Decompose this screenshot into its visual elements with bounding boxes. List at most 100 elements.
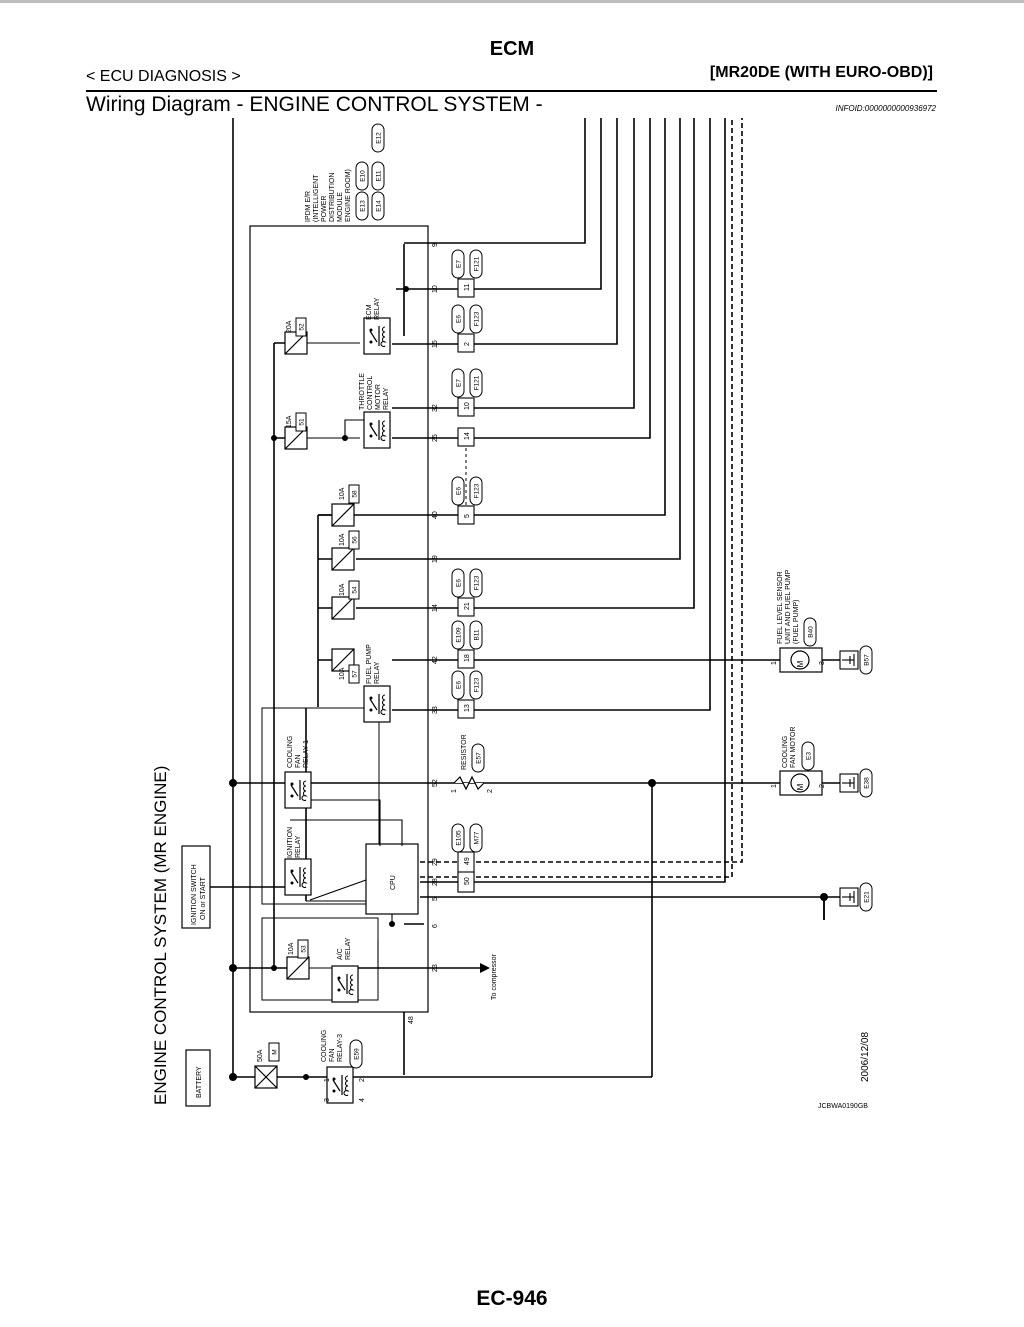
header-model: [MR20DE (WITH EURO-OBD)] bbox=[709, 64, 933, 81]
connector-F123-1: F123 bbox=[474, 311, 481, 326]
fuse-53-number: 53 bbox=[301, 945, 308, 953]
fuse-54-number-frame bbox=[348, 580, 360, 600]
ipdm-box bbox=[249, 225, 429, 1013]
resistor-label: RESISTOR bbox=[461, 734, 468, 770]
resistor-pin-1: 1 bbox=[451, 789, 458, 793]
ground-e38-symbol bbox=[839, 773, 859, 793]
fuse-56-number: 56 bbox=[352, 536, 359, 544]
connector-E6-7-frame bbox=[451, 670, 465, 700]
relay-3-pin-4: 4 bbox=[359, 1098, 366, 1102]
system-title: ENGINE CONTROL SYSTEM (MR ENGINE) bbox=[151, 766, 170, 1105]
relay-1-label: CONTROL bbox=[367, 376, 374, 410]
connector-F121-0-frame bbox=[469, 249, 483, 279]
fuel-pump-relay-symbol bbox=[363, 685, 391, 723]
fan-motor-connector: E3 bbox=[806, 752, 813, 760]
connector-pin-50: 50 bbox=[464, 877, 471, 885]
ipdm-connector-e10-frame bbox=[355, 161, 369, 191]
fuse-51-amp: 15A bbox=[286, 415, 293, 428]
relay-6-label: FAN bbox=[329, 1048, 336, 1062]
fuse-52-amp: 20A bbox=[286, 320, 293, 333]
ipdm-label: IPDM E/R bbox=[305, 191, 312, 222]
connector-pin-14: 14 bbox=[464, 432, 471, 440]
fuel-sensor-connector: B40 bbox=[808, 626, 815, 638]
ipdm-terminal-42: 42 bbox=[432, 656, 439, 664]
connector-F123-4: F123 bbox=[474, 483, 481, 498]
relay-1-label: THROTTLE bbox=[359, 373, 366, 410]
connector-F123-7-frame bbox=[469, 670, 483, 700]
terminal-48: 48 bbox=[408, 1016, 415, 1024]
connector-B11-6-frame bbox=[469, 620, 483, 650]
ipdm-terminal-5: 5 bbox=[432, 897, 439, 901]
relay-3-pin-2: 2 bbox=[359, 1078, 366, 1082]
connector-E7-2: E7 bbox=[456, 379, 463, 387]
ecm-relay-symbol bbox=[363, 317, 391, 355]
fan-motor-pin-1: 1 bbox=[771, 784, 778, 788]
connector-pin-5: 5 bbox=[464, 514, 471, 518]
ipdm-connector-e12: E12 bbox=[376, 132, 383, 144]
connector-F121-0: F121 bbox=[474, 256, 481, 271]
fuse-56-amp: 10A bbox=[339, 533, 346, 546]
connector-E6-4-frame bbox=[451, 476, 465, 506]
connector-F123-4-frame bbox=[469, 476, 483, 506]
fan-motor-label: FAN MOTOR bbox=[790, 727, 797, 768]
fuse-56-number-frame bbox=[348, 530, 360, 550]
connector-F121-2: F121 bbox=[474, 375, 481, 390]
main-fuse-id-frame bbox=[268, 1042, 280, 1062]
connector-E6-5: E6 bbox=[456, 579, 463, 587]
connector-pin-18: 18 bbox=[464, 654, 471, 662]
ipdm-terminal-32: 32 bbox=[432, 404, 439, 412]
header-section: < ECU DIAGNOSIS > bbox=[86, 68, 241, 85]
connector-pin-49: 49 bbox=[464, 857, 471, 865]
relay-1-label: RELAY bbox=[383, 387, 390, 410]
connector-E6-1: E6 bbox=[456, 315, 463, 323]
ipdm-label: POWER bbox=[321, 196, 328, 222]
fan-motor-symbol bbox=[790, 773, 810, 793]
resistor-symbol bbox=[453, 775, 485, 791]
ipdm-label: ENGINE ROOM) bbox=[345, 169, 352, 222]
info-id: INFOID:0000000000936972 bbox=[835, 104, 936, 113]
throttle-relay-symbol bbox=[363, 411, 391, 449]
ipdm-terminal-52: 52 bbox=[432, 779, 439, 787]
fuel-sensor-pin-3: 3 bbox=[819, 661, 826, 665]
ground-b57-symbol bbox=[839, 650, 859, 670]
relay-3-label: RELAY-1 bbox=[303, 740, 310, 768]
connector-E7-0: E7 bbox=[456, 260, 463, 268]
cpu-box bbox=[365, 843, 419, 915]
fuel-pump-motor-symbol bbox=[790, 650, 810, 670]
header-rule bbox=[86, 90, 937, 92]
diagram-date: 2006/12/08 bbox=[860, 1032, 871, 1082]
ipdm-terminal-33: 33 bbox=[432, 706, 439, 714]
fuse-52-number-frame bbox=[295, 317, 307, 337]
ipdm-connector-e13: E13 bbox=[360, 200, 367, 212]
relay-3-label: FAN bbox=[295, 754, 302, 768]
fan-motor-motor-label: M bbox=[796, 783, 805, 790]
ipdm-terminal-10: 10 bbox=[432, 285, 439, 293]
fuel-sensor-label: (FUEL PUMP) bbox=[793, 600, 800, 644]
fan-motor-connector-frame bbox=[801, 741, 815, 771]
ipdm-connector-e12-frame bbox=[371, 123, 385, 153]
ipdm-terminal-40: 40 bbox=[432, 511, 439, 519]
connector-E6-4: E6 bbox=[456, 487, 463, 495]
fuel-sensor-pin-1: 1 bbox=[771, 661, 778, 665]
fuse-54-amp: 10A bbox=[339, 583, 346, 596]
fuse-58-amp: 10A bbox=[339, 487, 346, 500]
connector-M77-8: M77 bbox=[474, 831, 481, 844]
connector-E109-6: E109 bbox=[456, 627, 463, 643]
connector-F123-7: F123 bbox=[474, 677, 481, 692]
connector-F121-2-frame bbox=[469, 368, 483, 398]
ground-label-e38: E38 bbox=[864, 777, 871, 789]
battery-label: BATTERY bbox=[196, 1066, 203, 1098]
relay-3-label: COOLING bbox=[287, 736, 294, 768]
connector-B11-6: B11 bbox=[474, 629, 481, 640]
ignition-relay-symbol bbox=[284, 858, 312, 896]
fuse-53-symbol bbox=[286, 956, 310, 980]
relay-1-label: MOTOR bbox=[375, 384, 382, 410]
fuse-57-amp: 10A bbox=[339, 667, 346, 680]
connector-E105-8-frame bbox=[451, 823, 465, 853]
page-title: Wiring Diagram - ENGINE CONTROL SYSTEM - bbox=[86, 93, 543, 116]
ac-relay-symbol bbox=[331, 965, 359, 1003]
ipdm-connector-e10: E10 bbox=[360, 170, 367, 182]
fuse-52-number: 52 bbox=[299, 323, 306, 331]
fan-motor-pin-2: 2 bbox=[819, 784, 826, 788]
connector-E6-5-frame bbox=[451, 568, 465, 598]
